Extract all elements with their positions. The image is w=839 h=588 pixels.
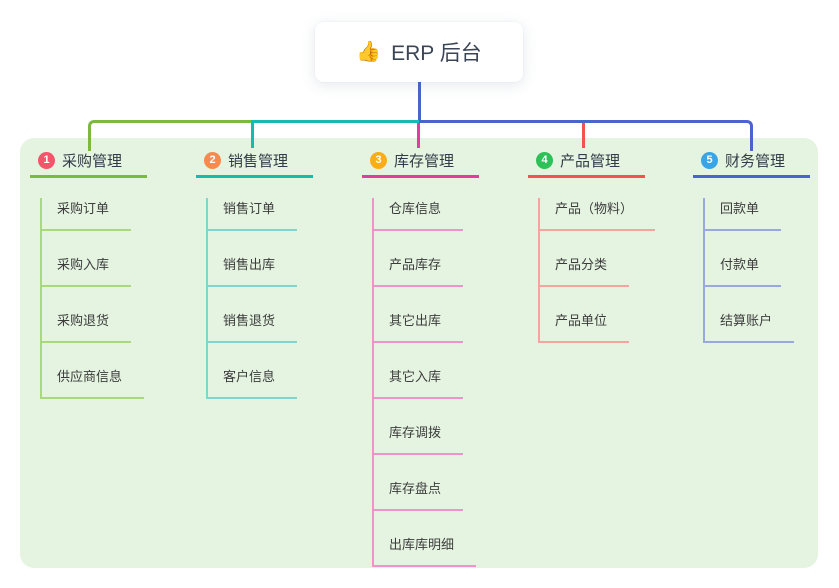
branch-product: 4 产品管理 产品（物料） 产品分类 产品单位 <box>528 148 656 343</box>
node-item[interactable]: 产品分类 <box>538 254 630 287</box>
branch-subtree: 回款单 付款单 结算账户 <box>703 198 810 343</box>
branch-sales: 2 销售管理 销售订单 销售出库 销售退货 客户信息 <box>196 148 313 399</box>
node-item[interactable]: 销售出库 <box>206 254 298 287</box>
branch-inventory: 3 库存管理 仓库信息 产品库存 其它出库 其它入库 库存调拨 库存盘点 出库库… <box>362 148 479 567</box>
connector-branch5-elbow <box>419 120 753 151</box>
connector-branch1-elbow <box>88 120 255 151</box>
node-item[interactable]: 库存调拨 <box>372 422 464 455</box>
node-item[interactable]: 仓库信息 <box>372 198 464 231</box>
branch-number-badge: 3 <box>370 152 387 169</box>
thumbs-up-icon: 👍 <box>356 41 382 63</box>
branch-title: 销售管理 <box>228 153 289 170</box>
branch-subtree: 销售订单 销售出库 销售退货 客户信息 <box>206 198 313 399</box>
branch-finance: 5 财务管理 回款单 付款单 结算账户 <box>693 148 810 343</box>
node-item[interactable]: 供应商信息 <box>40 366 145 399</box>
connector-root-stem <box>418 82 421 120</box>
node-item[interactable]: 采购入库 <box>40 254 132 287</box>
node-item[interactable]: 出库库明细 <box>372 534 477 567</box>
root-node[interactable]: 👍 ERP 后台 <box>315 22 523 82</box>
node-item[interactable]: 采购订单 <box>40 198 132 231</box>
connector-branch2-bus <box>251 120 419 123</box>
branch-title: 产品管理 <box>560 153 621 170</box>
branch-title: 库存管理 <box>394 153 455 170</box>
connector-branch3-drop <box>417 123 420 148</box>
node-item[interactable]: 其它入库 <box>372 366 464 399</box>
connector-branch4-drop <box>582 123 585 148</box>
branch-header[interactable]: 3 库存管理 <box>362 148 479 178</box>
node-item[interactable]: 销售订单 <box>206 198 298 231</box>
content-panel <box>20 138 818 568</box>
branch-header[interactable]: 1 采购管理 <box>30 148 147 178</box>
branch-subtree: 产品（物料） 产品分类 产品单位 <box>538 198 656 343</box>
root-label: ERP 后台 <box>391 42 482 65</box>
branch-number-badge: 5 <box>701 152 718 169</box>
connector-branch2-drop <box>251 123 254 148</box>
branch-header[interactable]: 5 财务管理 <box>693 148 810 178</box>
branch-title: 财务管理 <box>725 153 786 170</box>
branch-purchase: 1 采购管理 采购订单 采购入库 采购退货 供应商信息 <box>30 148 147 399</box>
branch-subtree: 采购订单 采购入库 采购退货 供应商信息 <box>40 198 147 399</box>
branch-number-badge: 4 <box>536 152 553 169</box>
branch-subtree: 仓库信息 产品库存 其它出库 其它入库 库存调拨 库存盘点 出库库明细 <box>372 198 479 567</box>
node-item[interactable]: 结算账户 <box>703 310 795 343</box>
node-item[interactable]: 采购退货 <box>40 310 132 343</box>
node-item[interactable]: 其它出库 <box>372 310 464 343</box>
node-item[interactable]: 付款单 <box>703 254 782 287</box>
node-item[interactable]: 回款单 <box>703 198 782 231</box>
branch-number-badge: 2 <box>204 152 221 169</box>
node-item[interactable]: 客户信息 <box>206 366 298 399</box>
node-item[interactable]: 产品库存 <box>372 254 464 287</box>
branch-number-badge: 1 <box>38 152 55 169</box>
branch-header[interactable]: 4 产品管理 <box>528 148 645 178</box>
branch-title: 采购管理 <box>62 153 123 170</box>
node-item[interactable]: 产品（物料） <box>538 198 656 231</box>
branch-header[interactable]: 2 销售管理 <box>196 148 313 178</box>
node-item[interactable]: 产品单位 <box>538 310 630 343</box>
node-item[interactable]: 库存盘点 <box>372 478 464 511</box>
node-item[interactable]: 销售退货 <box>206 310 298 343</box>
